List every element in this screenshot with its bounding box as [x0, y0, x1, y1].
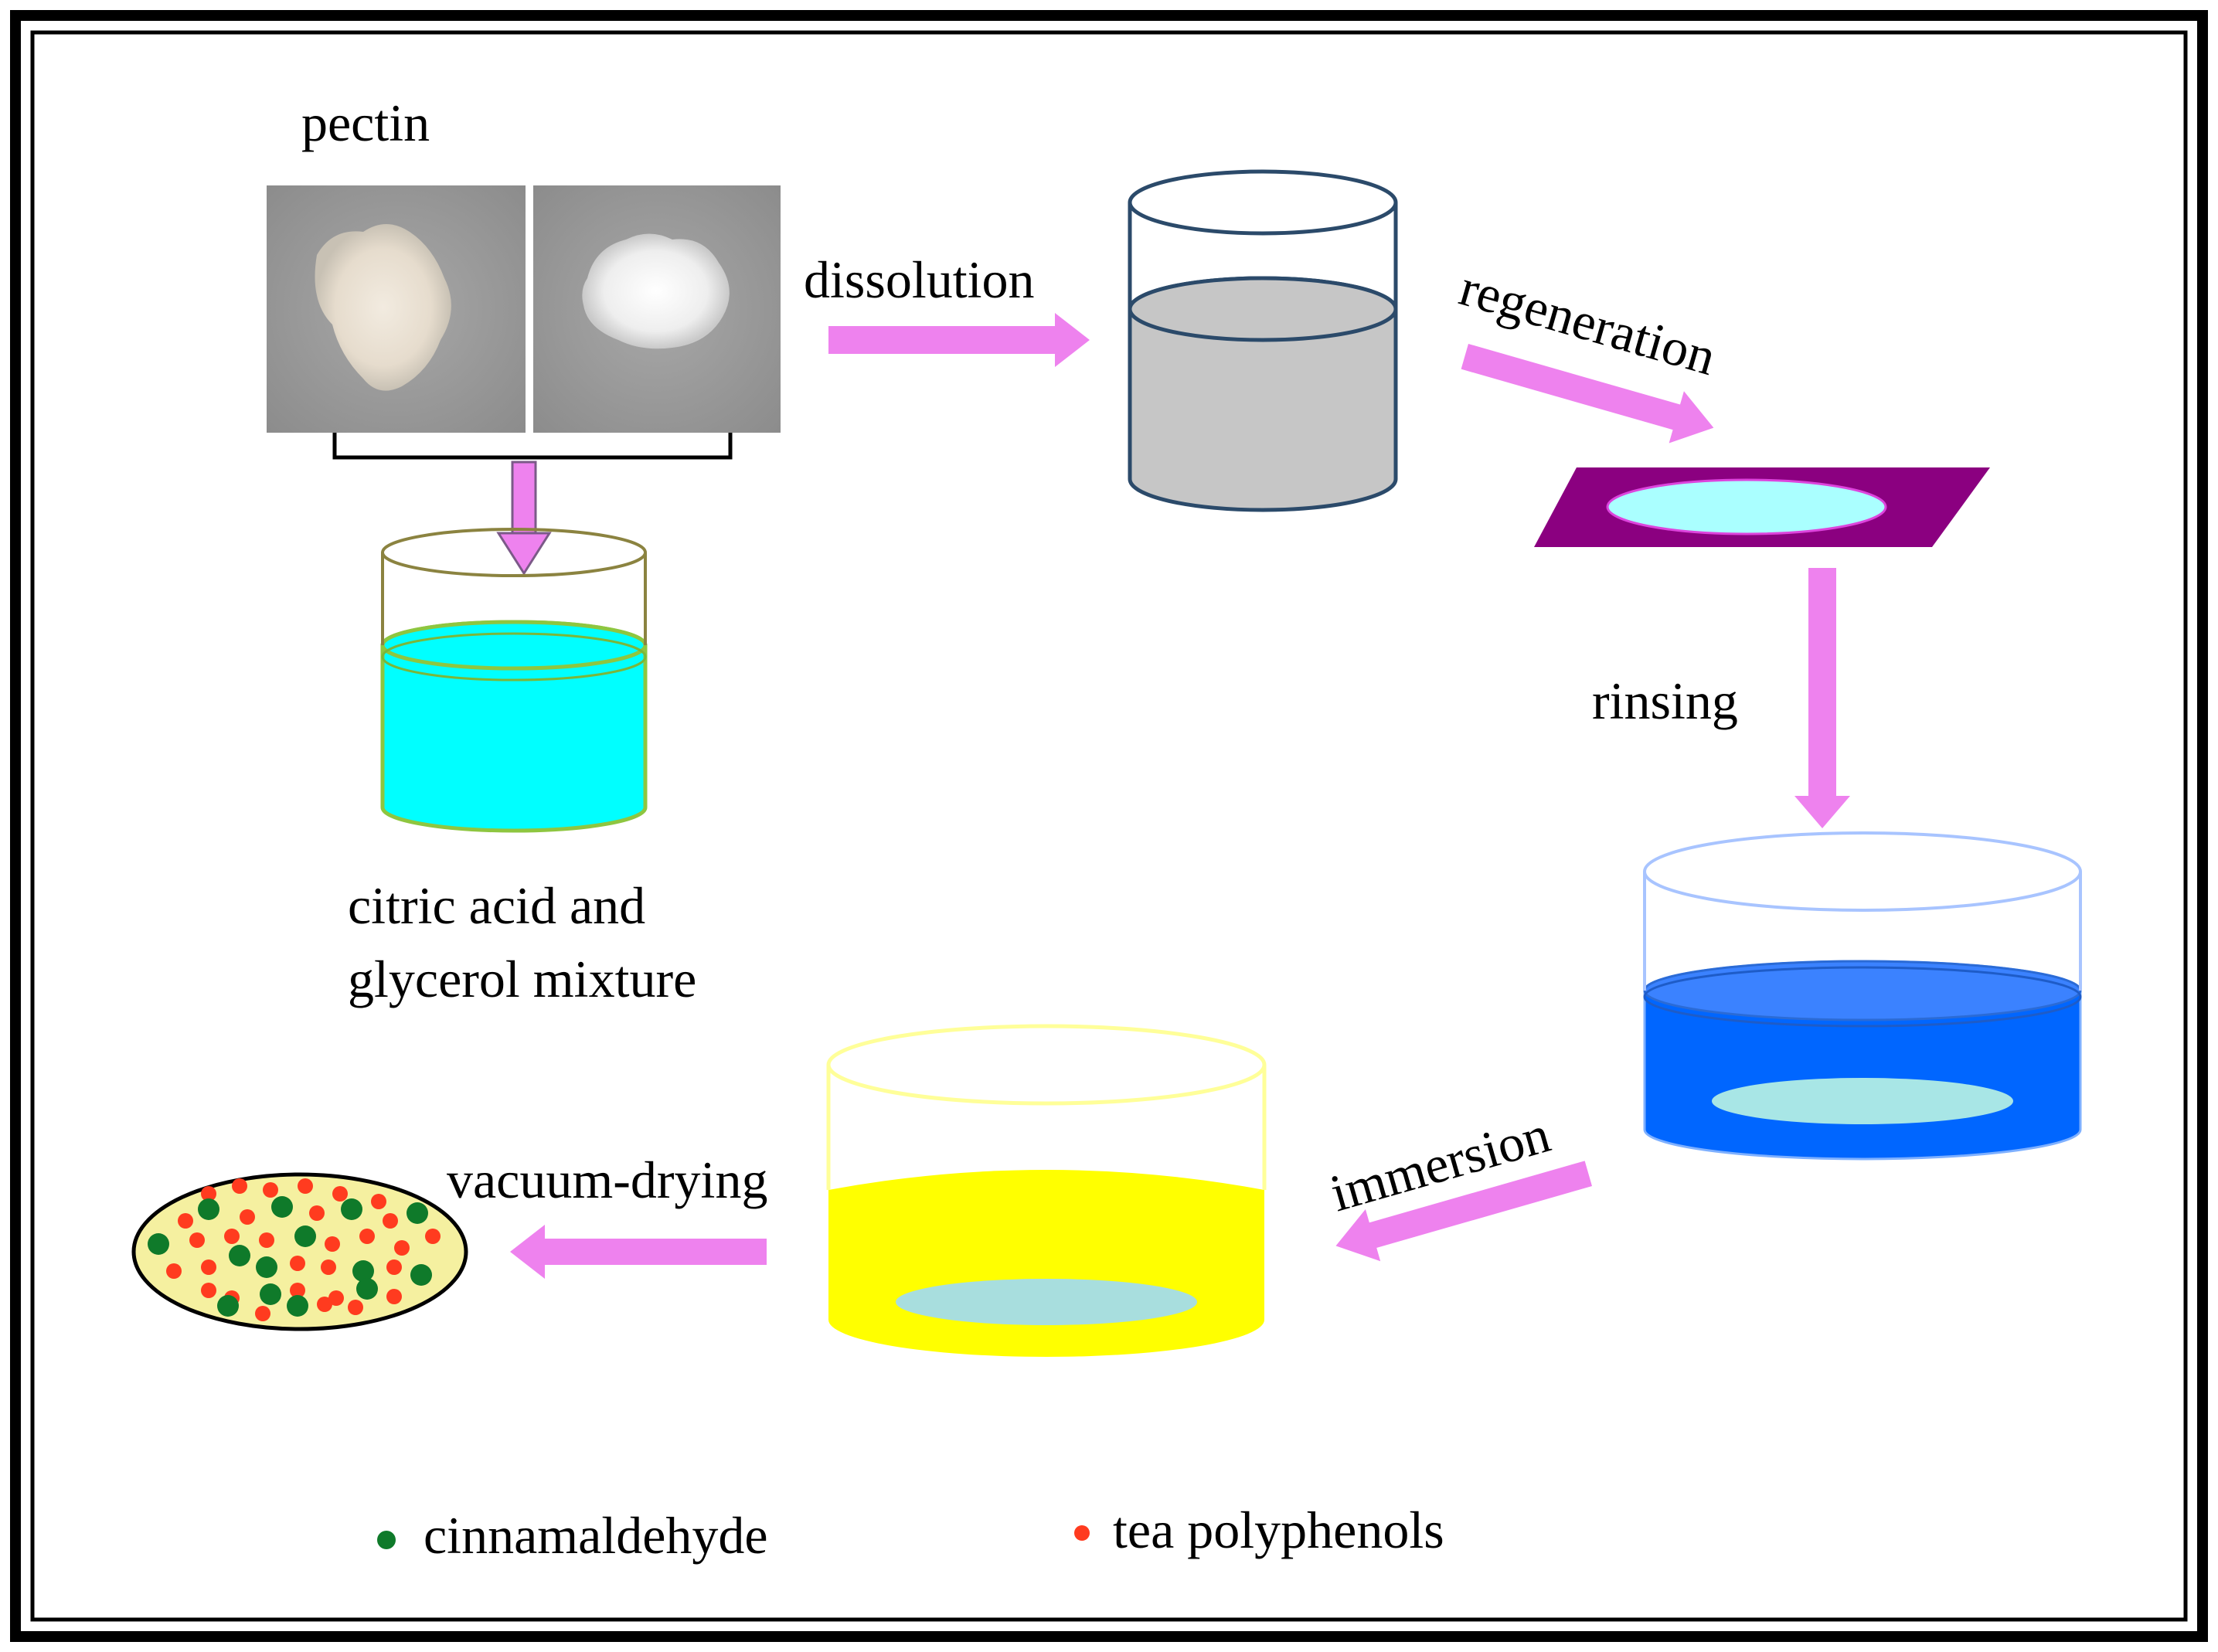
tea-polyphenol-dot [232, 1178, 247, 1194]
arrow-immersion [1335, 1161, 1592, 1262]
tea-polyphenol-dot [201, 1283, 216, 1298]
arrow-dissolution [828, 313, 1090, 367]
pectin-photo-1 [267, 185, 526, 433]
tea-polyphenol-dot [178, 1213, 193, 1229]
cinnamaldehyde-dot [256, 1256, 277, 1278]
arrow-vacuum-drying [510, 1225, 767, 1279]
tea-polyphenol-dot [259, 1232, 274, 1248]
tea-polyphenol-dot [359, 1229, 375, 1244]
cinnamaldehyde-dot [407, 1202, 428, 1224]
cinnamaldehyde-dot [356, 1278, 378, 1300]
cinnamaldehyde-dot [294, 1225, 316, 1247]
tea-polyphenol-dot [309, 1205, 325, 1221]
tea-polyphenol-dot [240, 1209, 255, 1225]
tea-polyphenol-dot [290, 1283, 305, 1298]
arrow-pectin-to-mixture [496, 461, 552, 576]
cinnamaldehyde-dot [341, 1198, 362, 1220]
tea-polyphenol-dot [321, 1259, 336, 1275]
tea-polyphenol-dot [201, 1259, 216, 1275]
cinnamaldehyde-legend-marker [377, 1531, 396, 1549]
film-casting-tray [1534, 467, 1990, 547]
cinnamaldehyde-dot [410, 1264, 432, 1286]
tea-polyphenol-dot [290, 1256, 305, 1271]
tea-polyphenol-dot [332, 1186, 348, 1202]
cinnamaldehyde-dot [352, 1260, 374, 1282]
citric-glycerol-beaker [380, 528, 648, 833]
cinnamaldehyde-dot [148, 1233, 169, 1255]
immersion-beaker [826, 1024, 1267, 1357]
cinnamaldehyde-dot [229, 1245, 250, 1266]
pectin-solution-beaker [1128, 169, 1398, 512]
tea-polyphenol-dot [386, 1289, 402, 1304]
tea-polyphenol-dot [263, 1182, 278, 1198]
rinsing-beaker [1643, 831, 2082, 1161]
cinnamaldehyde-legend-label: cinnamaldehyde [424, 1506, 768, 1565]
tea-polyphenol-dot [317, 1297, 332, 1312]
arrow-rinsing [1794, 568, 1850, 828]
tea-polyphenols-legend-label: tea polyphenols [1113, 1501, 1444, 1559]
cinnamaldehyde-dot [271, 1196, 293, 1218]
cinnamaldehyde-dot [260, 1283, 281, 1305]
tea-polyphenol-dot [425, 1229, 441, 1244]
cinnamaldehyde-dot [198, 1198, 219, 1220]
dried-composite-film [131, 1172, 468, 1331]
cinnamaldehyde-dot [217, 1295, 239, 1317]
tea-polyphenol-dot [383, 1213, 398, 1229]
rinsing-label: rinsing [1592, 671, 1738, 730]
citric-acid-label: citric acid and [348, 876, 645, 935]
dissolution-label: dissolution [804, 250, 1035, 309]
glycerol-mixture-label: glycerol mixture [348, 950, 696, 1008]
inner-frame [30, 30, 2188, 1622]
outer-frame [10, 10, 2208, 1642]
tea-polyphenol-dot [166, 1263, 182, 1279]
tea-polyphenol-dot [201, 1186, 216, 1202]
tea-polyphenol-dot [325, 1236, 340, 1252]
tea-polyphenol-dot [348, 1300, 363, 1315]
tea-polyphenol-dot [255, 1306, 270, 1321]
vacuum-drying-label: vacuum-drying [447, 1151, 767, 1209]
tea-polyphenol-dot [298, 1178, 313, 1194]
cinnamaldehyde-dot [287, 1295, 308, 1317]
tea-polyphenol-dot [189, 1232, 205, 1248]
pectin-label: pectin [301, 93, 430, 152]
tea-polyphenol-dot [371, 1194, 386, 1209]
legend: cinnamaldehyde tea polyphenols [377, 1501, 1444, 1565]
arrow-regeneration [1461, 344, 1714, 444]
tea-polyphenol-dot [328, 1290, 344, 1306]
pectin-photo-2 [533, 185, 781, 433]
tea-polyphenols-legend-marker [1074, 1525, 1090, 1541]
tea-polyphenol-dot [224, 1229, 240, 1244]
tea-polyphenol-dot [394, 1240, 410, 1256]
tea-polyphenol-dot [386, 1259, 402, 1275]
pectin-bracket [332, 433, 733, 460]
